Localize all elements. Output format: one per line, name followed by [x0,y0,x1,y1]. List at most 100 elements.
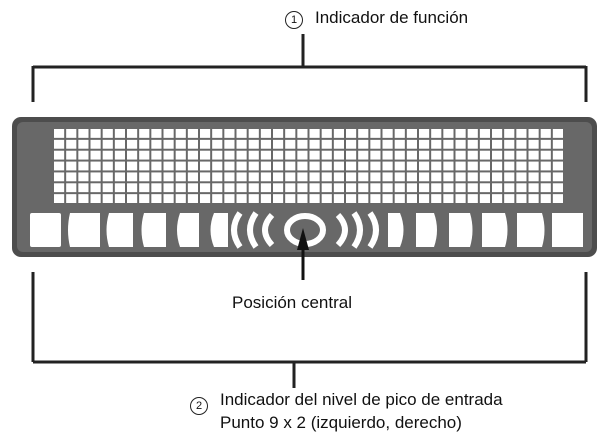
matrix-dot [200,194,211,203]
matrix-dot [78,139,89,149]
matrix-dot [187,150,198,160]
matrix-dot [382,172,393,182]
matrix-dot [552,183,563,193]
meter-segment-left-5 [177,213,199,247]
matrix-dot [139,150,150,160]
matrix-dot [309,172,320,182]
matrix-dot [455,139,466,149]
meter-segment-right-5 [416,213,437,247]
matrix-dot [443,172,454,182]
matrix-dot [382,129,393,138]
meter-segment-right-3 [482,213,508,247]
matrix-dot [297,150,308,160]
matrix-dot [187,139,198,149]
matrix-dot [151,183,162,193]
matrix-dot [455,161,466,171]
matrix-dot [260,129,271,138]
matrix-dot [127,139,138,149]
matrix-dot [236,194,247,203]
meter-segment-left-4 [141,213,166,247]
matrix-dot [139,194,150,203]
matrix-dot [285,161,296,171]
matrix-dot [309,161,320,171]
matrix-dot [163,161,174,171]
matrix-dot [102,161,113,171]
matrix-dot [321,161,332,171]
matrix-dot [382,150,393,160]
matrix-dot [504,129,515,138]
matrix-dot [236,129,247,138]
matrix-dot [382,161,393,171]
matrix-dot [479,139,490,149]
matrix-dot [552,161,563,171]
matrix-dot [187,172,198,182]
matrix-dot [273,129,284,138]
matrix-dot [273,139,284,149]
matrix-dot [297,183,308,193]
matrix-dot [358,139,369,149]
matrix-dot [479,194,490,203]
matrix-dot [200,150,211,160]
matrix-dot [78,161,89,171]
meter-segment-right-4 [449,213,473,247]
matrix-dot [492,183,503,193]
matrix-dot [163,183,174,193]
matrix-dot [467,150,478,160]
matrix-dot [66,139,77,149]
matrix-dot [236,139,247,149]
matrix-dot [66,150,77,160]
matrix-dot [66,129,77,138]
matrix-dot [200,161,211,171]
peak-level-label-line2: Punto 9 x 2 (izquierdo, derecho) [220,413,462,432]
matrix-dot [346,183,357,193]
matrix-dot [224,139,235,149]
meter-segment-left-3 [106,213,133,247]
matrix-dot [358,194,369,203]
matrix-dot [236,172,247,182]
matrix-dot [273,194,284,203]
matrix-dot [248,139,259,149]
matrix-dot [419,129,430,138]
matrix-dot [114,161,125,171]
matrix-dot [406,183,417,193]
matrix-dot [200,139,211,149]
matrix-dot [467,183,478,193]
matrix-dot [516,139,527,149]
matrix-dot [200,129,211,138]
matrix-dot [90,129,101,138]
matrix-dot [346,150,357,160]
peak-level-label-line1: Indicador del nivel de pico de entrada [220,390,503,409]
matrix-dot [224,150,235,160]
matrix-dot [175,194,186,203]
matrix-dot [394,161,405,171]
matrix-dot [78,194,89,203]
matrix-dot [540,194,551,203]
matrix-dot [455,194,466,203]
matrix-dot [479,172,490,182]
matrix-dot [224,129,235,138]
matrix-dot [333,194,344,203]
matrix-dot [504,161,515,171]
matrix-dot [151,150,162,160]
matrix-dot [443,139,454,149]
matrix-dot [370,139,381,149]
matrix-dot [285,183,296,193]
center-position-label: Posición central [232,293,353,312]
matrix-dot [346,161,357,171]
peak-level-bracket [31,272,588,388]
matrix-dot [552,129,563,138]
matrix-dot [212,150,223,160]
matrix-dot [394,129,405,138]
matrix-dot [248,150,259,160]
matrix-dot [236,183,247,193]
matrix-dot [90,161,101,171]
matrix-dot [285,172,296,182]
matrix-dot [200,183,211,193]
matrix-dot [78,129,89,138]
matrix-dot [260,161,271,171]
matrix-dot [297,194,308,203]
arc-right-2 [351,211,363,249]
matrix-dot [114,172,125,182]
arc-right-1 [367,211,379,249]
